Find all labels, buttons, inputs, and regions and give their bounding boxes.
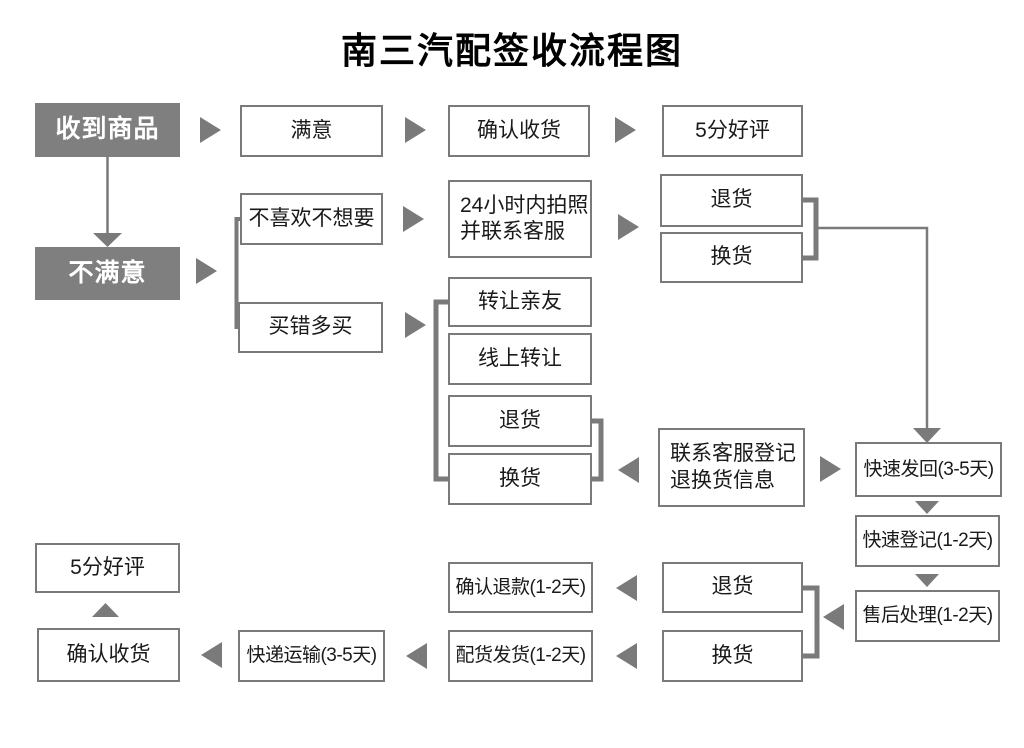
node-confirm-receipt-bottom-label: 确认收货 (66, 642, 151, 666)
arrow-dispatch-to-express (406, 643, 427, 669)
node-satisfied-label: 满意 (290, 118, 333, 142)
page-title: 南三汽配签收流程图 (340, 30, 683, 71)
arrow-confirm-to-fivestar-bottom (92, 603, 119, 617)
arrow-dislike-to-photo (403, 206, 424, 232)
node-transfer-online-label: 线上转让 (478, 346, 562, 370)
node-transfer-online: 线上转让 (448, 333, 592, 385)
node-exchange-mid-label: 换货 (499, 466, 541, 490)
arrow-fastregister-to-aftersale (915, 574, 939, 587)
node-fast-register: 快速登记(1-2天) (855, 515, 1000, 567)
arrow-exchange-to-dispatch (616, 643, 637, 669)
node-photo-24h-line2: 并联系客服 (460, 220, 565, 243)
connector-top-to-fastsendback (816, 226, 941, 443)
node-transfer-friends: 转让亲友 (448, 277, 592, 327)
node-transfer-friends-label: 转让亲友 (478, 289, 562, 313)
node-return-bottom: 退货 (662, 562, 803, 613)
node-confirm-refund: 确认退款(1-2天) (448, 562, 593, 613)
arrow-wrongpurchase-to-options (405, 312, 426, 338)
node-exchange-top: 换货 (660, 232, 803, 283)
arrow-express-to-confirm (201, 642, 222, 668)
arrow-satisfied-to-confirm (405, 117, 426, 143)
arrow-aftersale-to-bottomreturnexchange (823, 604, 844, 630)
node-satisfied: 满意 (240, 105, 383, 157)
arrow-unsatisfied-to-branches (196, 258, 217, 284)
node-aftersale-handle: 售后处理(1-2天) (855, 590, 1000, 642)
bracket-mid-returnexchange (592, 418, 604, 482)
node-confirm-receipt-top-label: 确认收货 (477, 118, 561, 142)
bracket-bottom-returnexchange (803, 585, 820, 659)
arrow-fastsendback-to-fastregister (915, 501, 939, 514)
node-received-goods: 收到商品 (35, 103, 180, 157)
node-photo-24h-line1: 24小时内拍照 (460, 193, 589, 217)
node-express-transport: 快递运输(3-5天) (238, 630, 385, 682)
node-return-mid: 退货 (448, 395, 592, 447)
bracket-mid-options (433, 299, 448, 482)
node-exchange-bottom: 换货 (662, 630, 803, 682)
arrow-contact-to-midreturnexchange (618, 457, 639, 483)
node-contact-service: 联系客服登记 退换货信息 (658, 428, 805, 507)
node-exchange-top-label: 换货 (710, 245, 753, 269)
node-fast-register-label: 快速登记(1-2天) (862, 530, 993, 552)
node-unsatisfied-label: 不满意 (68, 258, 147, 287)
arrow-return-to-refund (616, 575, 637, 601)
node-aftersale-handle-label: 售后处理(1-2天) (862, 605, 993, 627)
node-received-goods-label: 收到商品 (55, 115, 160, 144)
node-five-star-top-label: 5分好评 (695, 118, 770, 142)
node-exchange-mid: 换货 (448, 453, 592, 505)
node-dislike-unwanted: 不喜欢不想要 (240, 193, 383, 245)
node-five-star-top: 5分好评 (662, 105, 803, 157)
node-five-star-bottom: 5分好评 (35, 543, 180, 593)
arrow-received-to-unsatisfied (93, 157, 122, 247)
node-exchange-bottom-label: 换货 (711, 643, 754, 667)
node-photo-24h: 24小时内拍照 并联系客服 (448, 180, 592, 258)
node-unsatisfied: 不满意 (35, 247, 180, 300)
arrow-received-to-satisfied (200, 117, 221, 143)
node-wrong-purchase: 买错多买 (238, 302, 383, 353)
node-return-bottom-label: 退货 (711, 575, 754, 599)
node-fast-sendback: 快速发回(3-5天) (855, 442, 1002, 497)
node-wrong-purchase-label: 买错多买 (268, 315, 353, 339)
node-contact-service-line1: 联系客服登记 (670, 442, 796, 466)
node-contact-service-line2: 退换货信息 (670, 468, 775, 492)
node-confirm-receipt-top: 确认收货 (448, 105, 590, 157)
node-confirm-receipt-bottom: 确认收货 (37, 628, 180, 682)
node-five-star-bottom-label: 5分好评 (70, 555, 145, 579)
arrow-contact-to-fastsendback (820, 456, 841, 482)
node-confirm-refund-label: 确认退款(1-2天) (455, 576, 586, 598)
node-dislike-unwanted-label: 不喜欢不想要 (248, 206, 375, 230)
node-return-top: 退货 (660, 174, 803, 227)
bracket-top-returnexchange (803, 197, 819, 261)
node-return-top-label: 退货 (710, 188, 753, 212)
node-dispatch-ship: 配货发货(1-2天) (448, 630, 593, 682)
arrow-confirm-to-fivestar (615, 117, 636, 143)
node-return-mid-label: 退货 (499, 408, 541, 432)
node-dispatch-ship-label: 配货发货(1-2天) (455, 645, 586, 667)
node-express-transport-label: 快递运输(3-5天) (246, 645, 377, 667)
arrow-photo-to-returnexchange (618, 214, 639, 240)
node-fast-sendback-label: 快速发回(3-5天) (863, 458, 994, 480)
